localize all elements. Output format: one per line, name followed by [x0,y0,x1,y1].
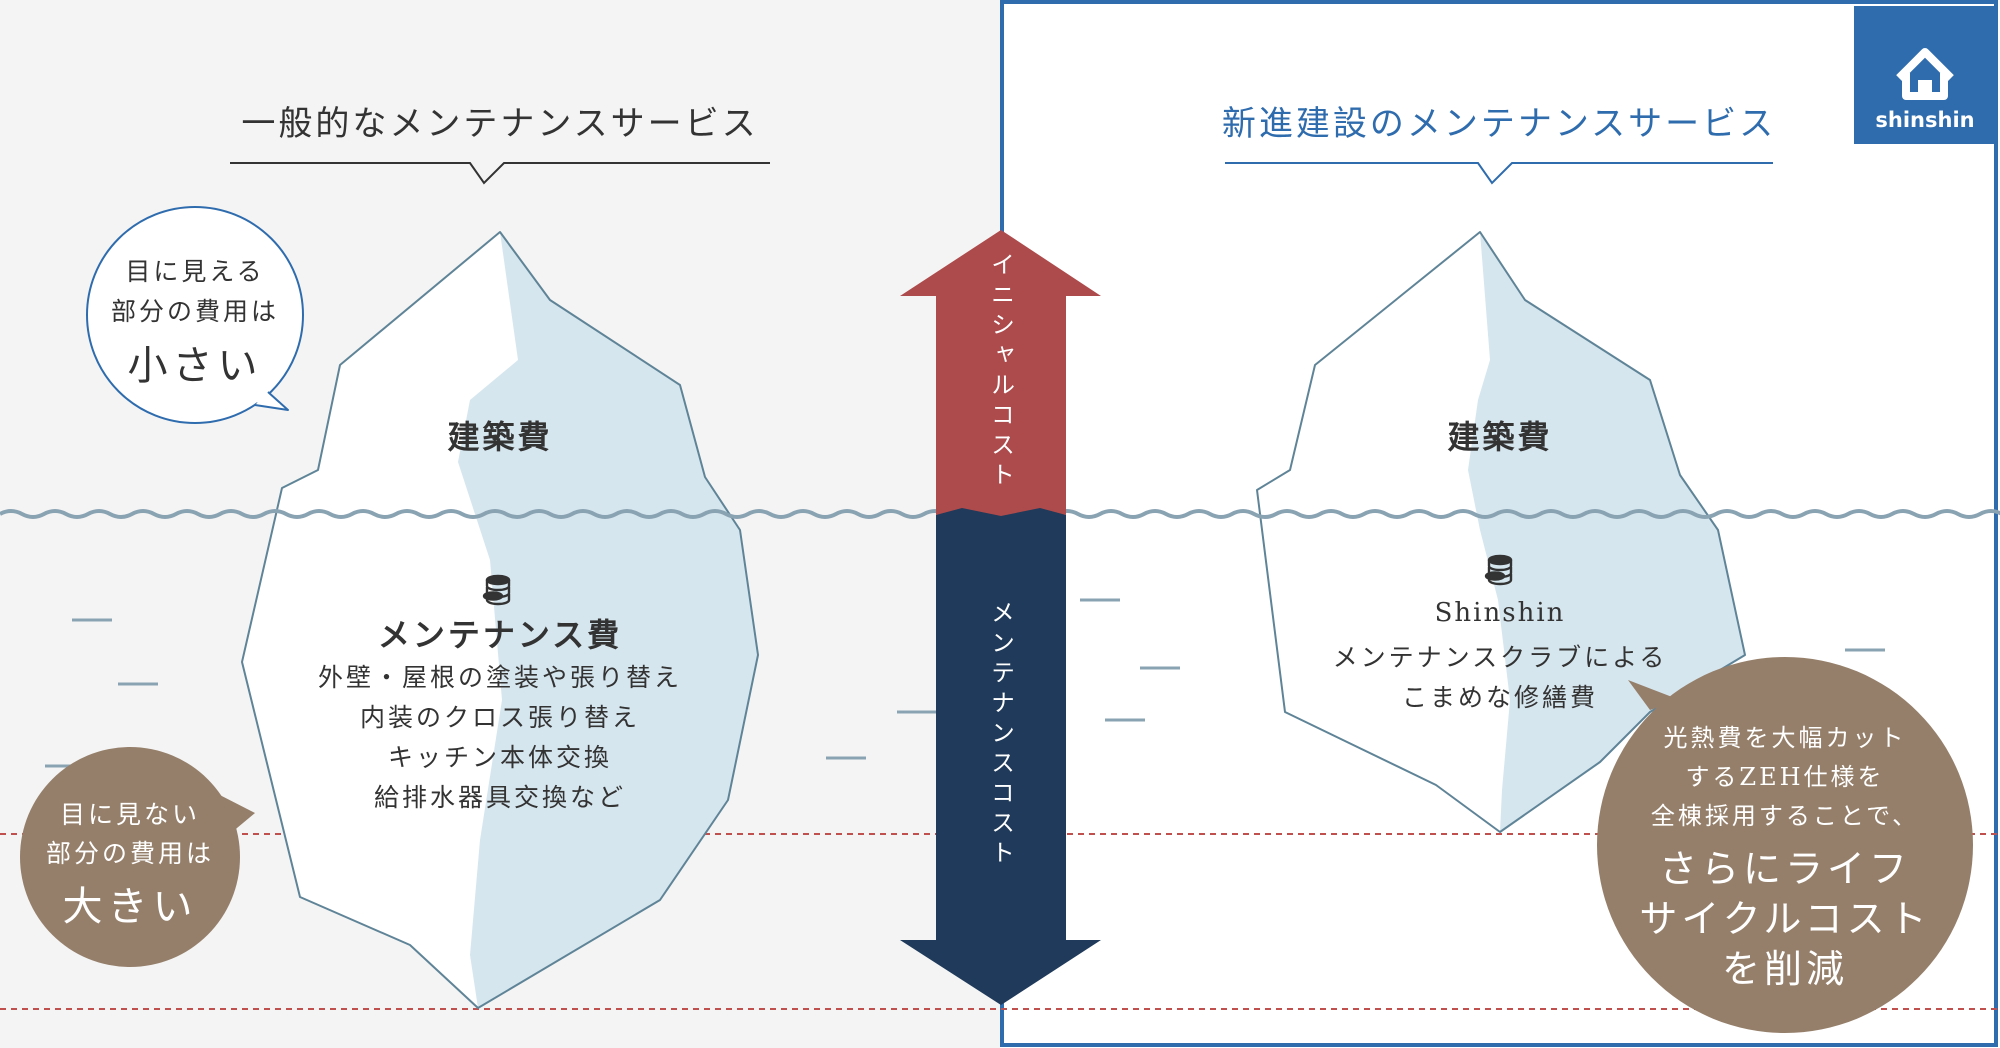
left-above-label: 建築費 [447,418,553,456]
bubble-hidden-line1: 目に見ない [59,800,201,829]
circle-emph: サイクルコスト [1639,897,1931,941]
maintenance-cost-label: メンテナンスコスト [986,600,1015,870]
maintenance-cost-arrow [900,508,1101,1005]
right-below-line: メンテナンスクラブによる [1332,643,1668,672]
right-iceberg [1256,231,1746,833]
circle-line: するZEH仕様を [1685,763,1885,791]
bubble-visible-emph: 小さい [127,343,263,389]
left-title-underline [230,162,770,185]
left-below-item: 内装のクロス張り替え [359,703,641,732]
right-below-line: Shinshin [1434,598,1566,628]
left-below-item: 給排水器具交換など [373,783,627,812]
logo-text: shinshin [1875,108,1975,132]
bubble-visible-line1: 目に見える [125,257,265,286]
circle-line: 全棟採用することで、 [1650,802,1920,830]
initial-cost-label: イニシャルコスト [986,252,1015,492]
bubble-hidden-cost [20,747,255,967]
left-below-title: メンテナンス費 [377,616,623,654]
circle-emph: さらにライフ [1658,847,1912,891]
bubble-hidden-emph: 大きい [62,884,198,930]
bubble-visible-cost [86,206,304,424]
right-above-label: 建築費 [1447,418,1553,456]
right-title: 新進建設のメンテナンスサービス [1221,104,1777,144]
coins-icon [482,574,511,606]
right-below-line: こまめな修繕費 [1401,683,1599,712]
circle-reduction [1597,657,1973,1033]
bubble-hidden-line2: 部分の費用は [45,839,215,868]
left-below-item: キッチン本体交換 [387,743,613,772]
left-iceberg [241,231,759,1009]
bubble-visible-line2: 部分の費用は [110,297,280,326]
left-title: 一般的なメンテナンスサービス [241,104,759,144]
house-icon [1896,48,1954,100]
circle-line: 光熱費を大幅カット [1663,724,1907,752]
initial-cost-arrow [900,230,1101,518]
coins-icon [1484,554,1513,586]
logo [1854,6,1996,144]
right-title-underline [1225,162,1773,185]
circle-emph: を削減 [1721,947,1849,991]
left-below-item: 外壁・屋根の塗装や張り替え [317,663,683,692]
